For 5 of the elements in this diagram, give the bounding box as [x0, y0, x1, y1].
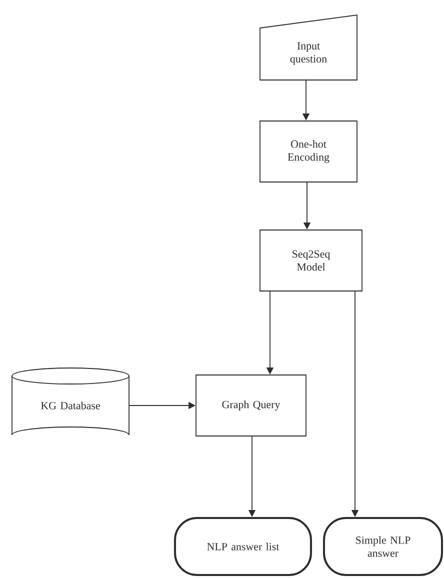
process-box: Seq2Seq Model [260, 230, 362, 292]
node-label: KG Database [40, 402, 100, 410]
process-box: One-hot Encoding [260, 120, 358, 182]
process-box: Graph Query [196, 374, 306, 436]
database-cylinder: KG Database [12, 368, 130, 436]
